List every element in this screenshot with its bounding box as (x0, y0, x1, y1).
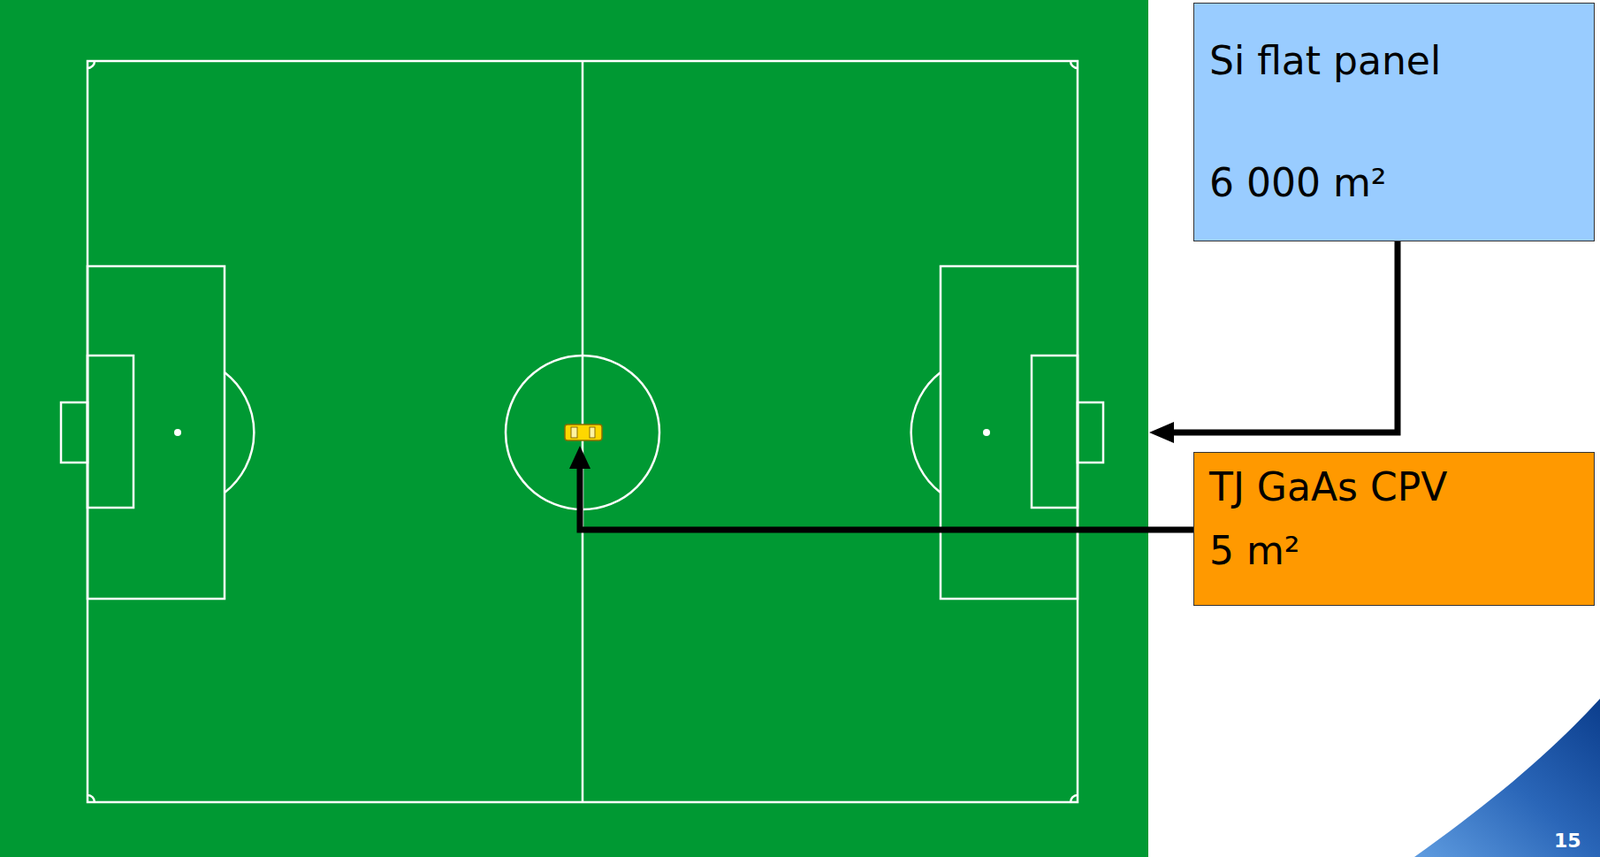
panel-box: Si flat panel 6 000 m² (1193, 2, 1595, 242)
box-value: 5 m² (1209, 528, 1300, 574)
page-number: 15 (1554, 829, 1582, 852)
pitch-lines (60, 60, 1104, 802)
pitch-ground (0, 0, 1149, 857)
car-icon (564, 424, 602, 441)
box-heading: Si flat panel (1209, 38, 1441, 84)
box-heading: TJ GaAs CPV (1209, 464, 1448, 511)
corner-swoosh (1414, 698, 1600, 857)
box-value: 6 000 m² (1209, 160, 1387, 206)
cpv-box: TJ GaAs CPV 5 m² (1193, 451, 1595, 606)
